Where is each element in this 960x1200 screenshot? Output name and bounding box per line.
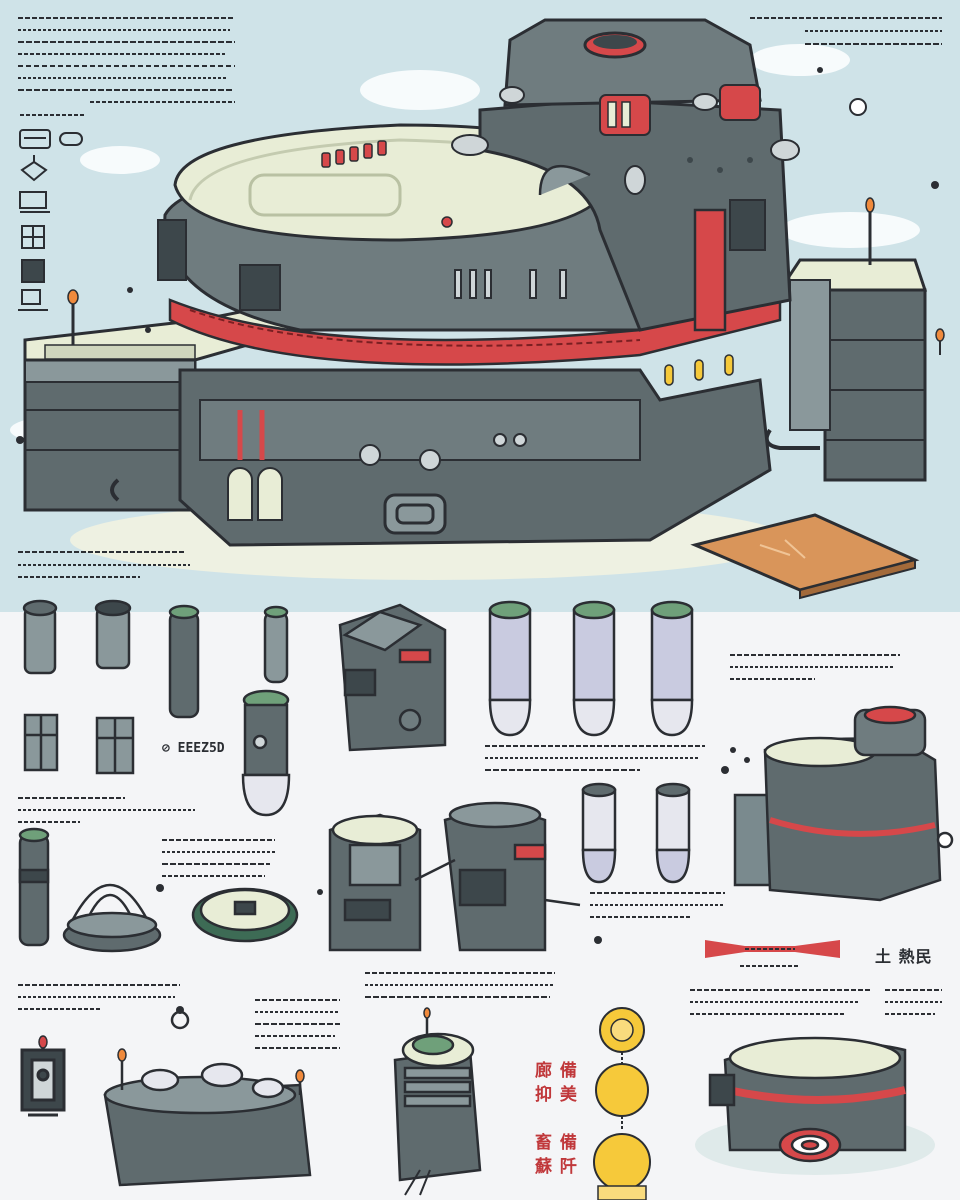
key-lock-icon [20,1035,66,1117]
beacon-light-icon [423,1007,431,1019]
tower-dome [503,18,762,107]
deck-hatches [321,140,387,168]
grid-icon [21,225,45,249]
red-kanji-mark-1: 廊 備 [535,1061,578,1081]
wooden-plank [690,513,920,600]
beacon-light-icon [67,289,79,305]
red-kanji-mark-4: 蘇 阡 [535,1157,578,1177]
part-baskets [23,713,135,775]
barrel-station [695,1036,935,1175]
part-cylinders-row-1 [22,599,289,719]
key-lock-icon [18,289,48,311]
red-cable-band [168,298,782,366]
barrel-icon [21,259,45,283]
beacon-light-icon [935,328,945,342]
hull-emblem-icon [383,493,447,535]
anchor-icon [20,155,48,182]
disc-part [191,887,299,943]
gate-icon [19,191,50,213]
red-divider [705,940,840,967]
capsules-row [488,600,694,737]
mini-station [733,705,954,902]
filler-text-mid-left [18,551,190,578]
pump-tower [393,1007,482,1196]
icon-legend [18,129,83,311]
pipe-part [18,827,50,947]
tower-rivets [451,86,800,195]
left-wing [23,358,197,512]
red-kanji-mark-3: 畜 備 [535,1133,578,1153]
floating-orbs [16,67,939,444]
filler-text-top-right [750,17,942,45]
side-pylon [157,219,187,281]
filler-text-capsules [485,654,900,771]
filler-text-top-left [18,17,235,116]
red-kanji-mark-2: 抑 美 [535,1085,578,1105]
bulb-icon [593,1007,651,1200]
beacon-light-icon [295,1069,305,1083]
part-tag: ⊘ EEEZ5D [162,741,225,756]
arched-doors [227,467,283,521]
cage-part [62,883,162,953]
beacon-light-icon [117,1048,127,1062]
lantern-part [241,689,291,817]
gear-icon [59,132,83,146]
robot-part-2 [328,813,422,952]
generator-platform [103,1010,312,1187]
glass-tubes [581,782,691,884]
right-wing [823,288,927,482]
filler-text-middle [18,797,725,918]
main-station-illustration [16,18,945,547]
robot-part-3 [414,801,581,952]
beacon-light-icon [865,197,875,213]
robot-part-1 [338,603,447,752]
kanji-label-right: 土 熱民 [875,947,933,966]
filler-text-bottom [18,972,942,1049]
stadium-icon [19,129,51,149]
